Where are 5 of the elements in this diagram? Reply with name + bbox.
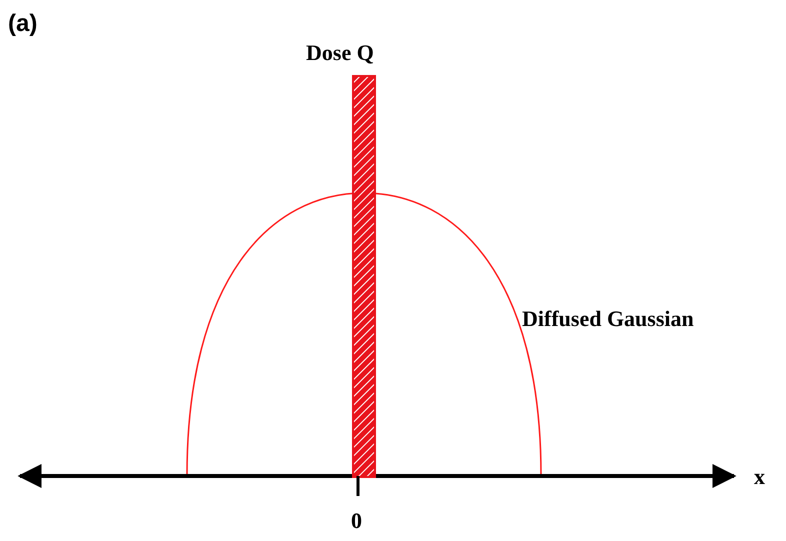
dose-label: Dose Q [306,42,374,64]
curve-label: Diffused Gaussian [522,308,694,330]
axis-label: x [754,466,765,488]
tick-label: 0 [351,510,362,532]
panel-label: (a) [8,12,38,36]
